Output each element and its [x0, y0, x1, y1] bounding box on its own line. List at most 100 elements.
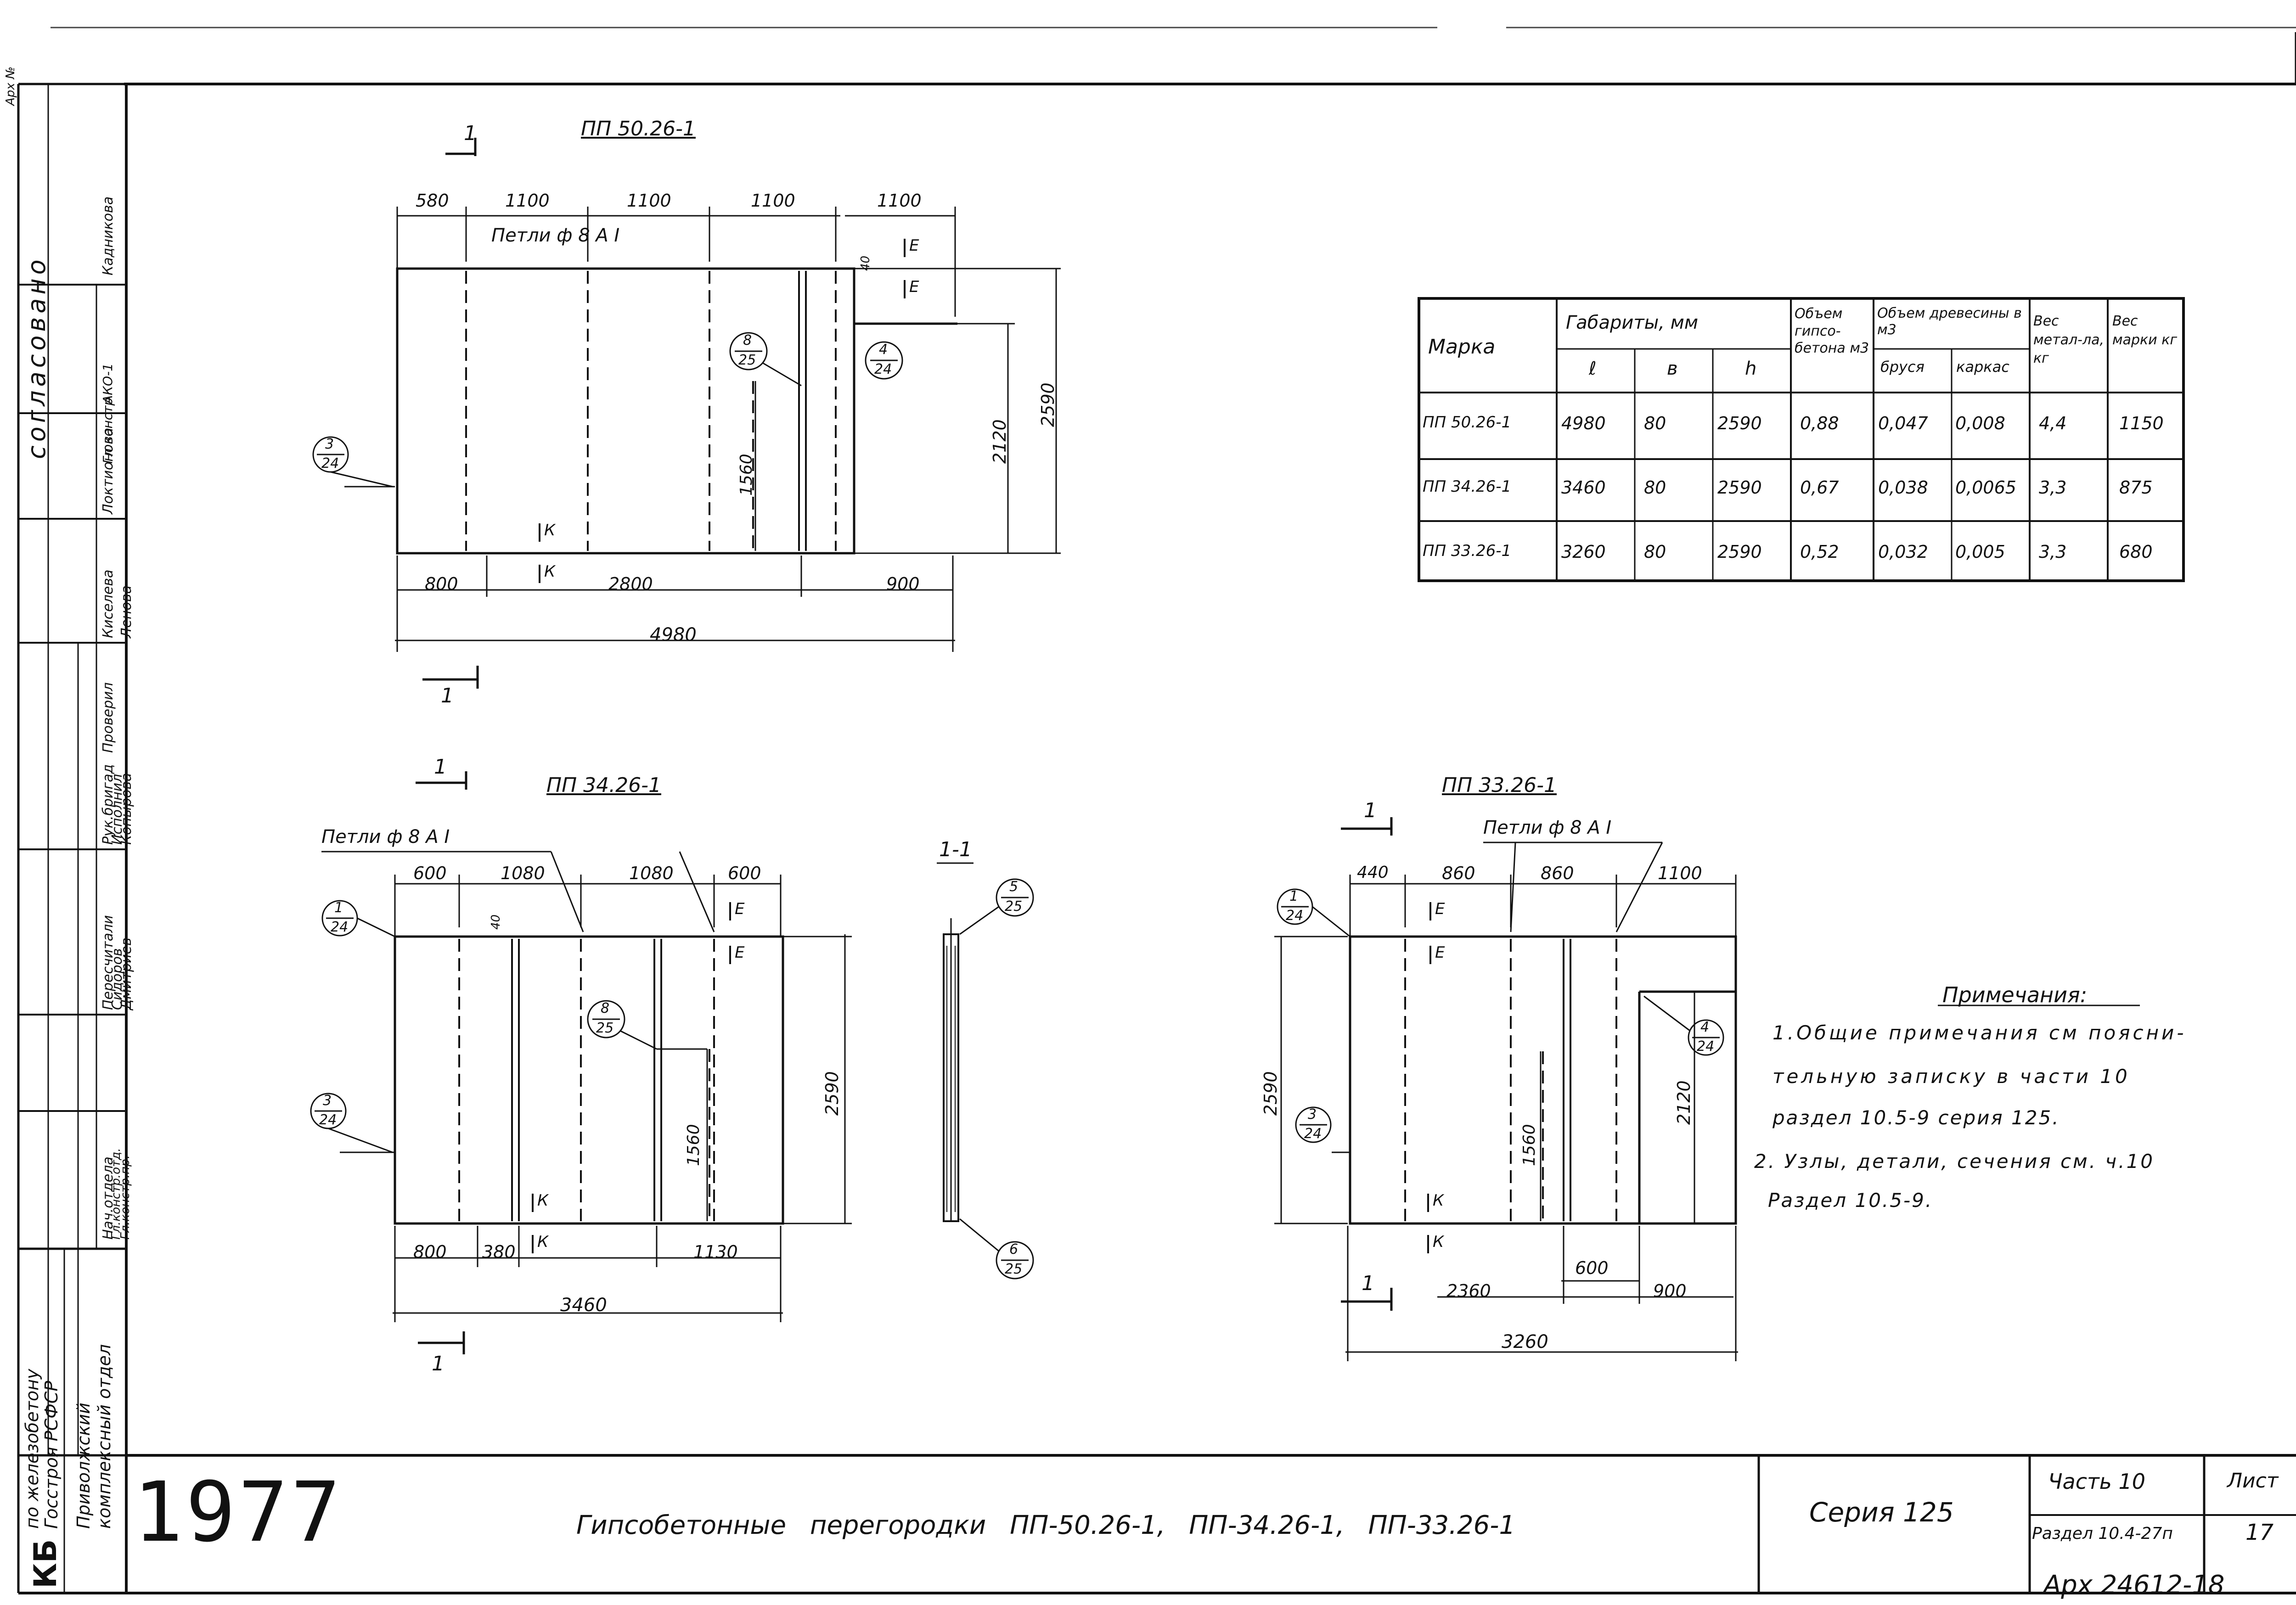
year: 1977	[133, 1465, 343, 1560]
kb-label: КБ	[28, 1539, 64, 1588]
pp50-small: 40	[859, 255, 872, 271]
table-cell: 0,67	[1800, 477, 1839, 498]
table-cell: 2590	[1717, 542, 1762, 562]
pp50-callout-2-d: 24	[874, 361, 892, 377]
pp33-mark-e2: Е	[1435, 943, 1445, 962]
section-ref: Раздел 10.4-27п	[2032, 1524, 2173, 1543]
pp34-dim-bottom-1: 380	[482, 1242, 516, 1262]
section-callout-1-n: 6	[1009, 1241, 1019, 1257]
table-h-vol-gips: Объем гипсо-бетона м3	[1795, 306, 1869, 356]
table-cell: 80	[1644, 542, 1666, 562]
table-h-b: в	[1667, 358, 1678, 379]
stamp-role-2: Гл.констр.пр.	[118, 1155, 132, 1240]
agreed-code: АКО-1	[100, 363, 115, 404]
section-callout-0-d: 25	[1005, 898, 1023, 915]
pp33-total: 3260	[1502, 1331, 1548, 1352]
stamp-name-4: Дмитриев	[118, 937, 135, 1010]
pp34-callout-0-n: 1	[334, 900, 343, 916]
stamp-role-6: Проверил	[100, 682, 116, 753]
org-line-1: по железобетону	[22, 1369, 42, 1529]
pp33-callout-1-d: 24	[1304, 1126, 1322, 1142]
table-cell: 0,047	[1878, 413, 1928, 433]
panel-pp50-drawing	[312, 138, 1061, 689]
table-cell: 80	[1644, 477, 1666, 498]
table-h-h: h	[1745, 358, 1757, 379]
pp34-callout-2-d: 25	[596, 1020, 614, 1036]
notes-line-2: раздел 10.5-9 серия 125.	[1773, 1106, 2060, 1129]
specs-table-grid	[1418, 297, 2185, 582]
drawing-name: Гипсобетонные перегородки ПП-50.26-1, ПП…	[576, 1510, 1516, 1540]
section-title: 1-1	[939, 838, 972, 861]
stamp-name-7: Копырова	[118, 773, 135, 845]
panel-pp33-drawing	[1274, 817, 1738, 1361]
table-cell: ПП 50.26-1	[1423, 413, 1512, 432]
pp34-dim-top-1: 1080	[501, 863, 545, 883]
pp34-small: 40	[489, 914, 503, 930]
pp50-mark-e1: Е	[909, 236, 919, 255]
table-cell: 0,008	[1955, 413, 2005, 433]
table-h-metal: Вес метал-ла, кг	[2033, 313, 2105, 366]
table-h-brusya: бруся	[1880, 358, 1925, 376]
pp50-callout-0-d: 24	[321, 455, 339, 471]
pp50-dim-top-2: 1100	[627, 191, 671, 211]
pp33-dim-bottom-1: 600	[1575, 1258, 1609, 1278]
pp50-dim-top-1: 1100	[505, 191, 550, 211]
pp33-dim-top-2: 860	[1541, 863, 1574, 883]
table-cell: 0,88	[1800, 413, 1839, 433]
pp34-section-top: 1	[434, 755, 447, 779]
pp34-section-bottom: 1	[432, 1352, 445, 1375]
sheet-frame	[17, 32, 2296, 1594]
org-line-4: комплексный отдел	[94, 1344, 114, 1529]
table-cell: 0,52	[1800, 542, 1839, 562]
table-cell: 80	[1644, 413, 1666, 433]
pp33-callout-0-d: 24	[1286, 908, 1304, 924]
notes-line-1: тельную записку в части 10	[1773, 1065, 2130, 1088]
extra-name: Ленова	[118, 585, 135, 638]
pp50-callout-1-n: 8	[743, 332, 752, 348]
pp34-mark-e1: Е	[735, 900, 745, 918]
table-cell: 1150	[2119, 413, 2164, 433]
pp34-dim-top-2: 1080	[629, 863, 674, 883]
pp50-dim-top-4: 1100	[877, 191, 922, 211]
section-1-1-drawing	[937, 862, 1034, 1280]
pp33-height: 2590	[1261, 1071, 1281, 1116]
pp34-title: ПП 34.26-1	[546, 774, 661, 797]
pp50-dim-top-3: 1100	[751, 191, 795, 211]
pp33-callout-0-n: 1	[1289, 888, 1299, 904]
table-h-marki: Вес марки кг	[2112, 313, 2178, 348]
sheet-value: 17	[2245, 1520, 2274, 1545]
pp50-callout-2-n: 4	[879, 342, 888, 358]
pp50-loops: Петли ф 8 А I	[491, 225, 620, 246]
pp34-callout-2-n: 8	[601, 1000, 610, 1016]
archive-side-label: Арх №	[4, 67, 17, 106]
pp33-dim-top-0: 440	[1357, 863, 1389, 882]
pp34-dim-top-3: 600	[728, 863, 761, 883]
section-callout-0-n: 5	[1009, 879, 1019, 895]
table-cell: 2590	[1717, 413, 1762, 433]
notes-line-4: Раздел 10.5-9.	[1768, 1189, 1933, 1212]
pp34-inner-h: 1560	[684, 1124, 703, 1166]
agreed-title: согласовано	[22, 256, 51, 459]
table-cell: ПП 34.26-1	[1423, 477, 1512, 496]
pp34-dim-bottom-2: 1130	[693, 1242, 738, 1262]
pp50-section-top: 1	[464, 122, 477, 145]
pp33-loops: Петли ф 8 А I	[1483, 817, 1612, 838]
pp33-dim-bottom-2: 900	[1653, 1281, 1687, 1301]
pp33-dim-bottom-0: 2360	[1446, 1281, 1491, 1301]
pp34-loops: Петли ф 8 А I	[321, 826, 450, 847]
table-h-gabarity: Габариты, мм	[1566, 312, 1699, 333]
pp33-inner-h: 1560	[1520, 1124, 1539, 1166]
table-cell: 0,038	[1878, 477, 1928, 498]
pp33-mark-k2: К	[1433, 1233, 1444, 1251]
pp50-dim-bottom-1: 2800	[608, 574, 653, 594]
table-cell: 0,005	[1955, 542, 2005, 562]
pp50-mark-k1: К	[544, 521, 556, 539]
pp50-height: 2590	[1038, 382, 1058, 427]
table-h-l: ℓ	[1589, 358, 1597, 379]
table-cell: 875	[2119, 477, 2153, 498]
pp50-callout-0-n: 3	[325, 436, 334, 452]
pp33-callout-2-d: 24	[1697, 1038, 1715, 1055]
pp33-section-top: 1	[1364, 799, 1377, 822]
pp34-total: 3460	[560, 1295, 607, 1316]
pp33-title: ПП 33.26-1	[1442, 774, 1557, 797]
